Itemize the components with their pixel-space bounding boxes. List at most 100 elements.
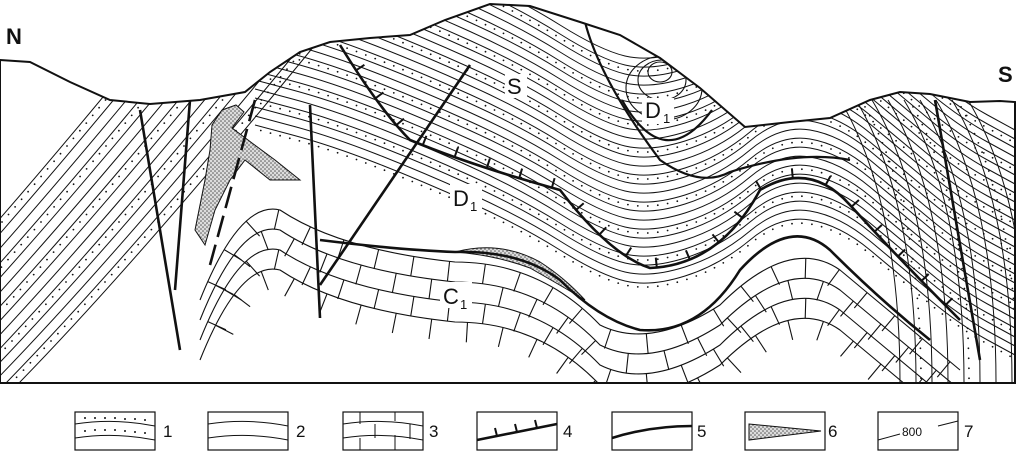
contact-tick xyxy=(624,247,633,257)
layer-dot xyxy=(617,93,620,95)
layer-dot xyxy=(747,217,749,220)
layer-dot xyxy=(53,160,55,163)
layer-dot xyxy=(754,157,757,160)
layer-dot xyxy=(917,307,920,310)
layer-dot xyxy=(872,255,874,258)
layer-dot xyxy=(65,281,67,283)
layer-dot xyxy=(872,147,874,150)
layer-dot xyxy=(137,152,140,155)
layer-dot xyxy=(502,59,505,62)
layer-dot xyxy=(598,274,601,277)
layer-dot xyxy=(915,287,918,290)
layer-dot xyxy=(546,56,549,59)
layer-dot xyxy=(771,201,774,204)
brick-joint xyxy=(664,391,669,410)
layer-dot xyxy=(918,213,921,215)
layer-dot xyxy=(355,23,358,26)
layer-dot xyxy=(520,203,523,206)
layer-dot xyxy=(448,142,450,145)
brick-joint xyxy=(556,356,569,374)
fold-layer-line xyxy=(254,34,1015,266)
layer-dot xyxy=(163,122,166,124)
layer-dot xyxy=(1013,307,1015,310)
layer-dot xyxy=(879,46,882,48)
layer-dot xyxy=(529,46,531,49)
layer-dot xyxy=(475,154,478,157)
brick-joint xyxy=(391,313,397,334)
brick-joint xyxy=(881,315,896,332)
layer-dot xyxy=(646,151,649,153)
layer-dot xyxy=(636,205,639,207)
layer-dot xyxy=(150,91,152,94)
brick-joint xyxy=(645,373,649,383)
layer-dot xyxy=(269,24,272,26)
layer-dot xyxy=(279,80,281,83)
layer-dot xyxy=(105,145,107,147)
layer-dot xyxy=(949,292,952,294)
layer-dot xyxy=(57,332,59,335)
layer-dot xyxy=(598,139,601,142)
layer-dot xyxy=(529,100,531,103)
layer-dot xyxy=(59,198,62,201)
layer-dot xyxy=(374,165,377,168)
layer-dot xyxy=(520,68,523,71)
layer-dot xyxy=(1009,166,1011,169)
layer-dot xyxy=(589,54,592,57)
layer-dot xyxy=(374,57,377,60)
layer-dot xyxy=(124,258,126,261)
layer-dot xyxy=(656,69,659,72)
layer-dot xyxy=(811,196,813,199)
layer-dot xyxy=(537,240,540,243)
contact-tick xyxy=(421,135,428,146)
brick-joint xyxy=(909,378,923,383)
layer-dot xyxy=(457,11,460,14)
layer-dot xyxy=(520,41,523,44)
layer-dot xyxy=(131,206,134,208)
layer-dot xyxy=(902,227,905,230)
layer-dot xyxy=(448,61,450,64)
layer-dot xyxy=(150,228,153,231)
layer-dot xyxy=(739,116,741,118)
layer-dot xyxy=(392,38,395,40)
layer-dot xyxy=(327,13,329,16)
brick-joint xyxy=(770,266,780,285)
layer-dot xyxy=(98,152,101,155)
layer-dot xyxy=(364,108,367,110)
right-layer-line xyxy=(967,99,1015,383)
layer-dot xyxy=(157,175,160,178)
layer-dot xyxy=(520,122,523,125)
layer-dot xyxy=(19,288,22,291)
layer-dot xyxy=(563,66,566,69)
layer-dot xyxy=(848,22,850,24)
layer-dot xyxy=(563,174,566,177)
layer-dot xyxy=(563,147,566,150)
layer-dot xyxy=(137,198,140,201)
layer-dot xyxy=(763,44,765,46)
layer-dot xyxy=(215,106,218,109)
layer-dot xyxy=(317,91,320,94)
layer-dot xyxy=(957,298,960,300)
layer-dot xyxy=(365,0,367,2)
layer-dot xyxy=(439,57,441,60)
layer-dot xyxy=(169,114,172,117)
layer-dot xyxy=(957,163,960,165)
layer-dot xyxy=(189,137,192,140)
layer-dot xyxy=(902,254,905,257)
contact-tick xyxy=(453,147,459,158)
brick-joint xyxy=(273,209,280,230)
layer-dot xyxy=(1000,218,1003,221)
layer-dot xyxy=(763,125,765,127)
layer-dot xyxy=(317,118,320,121)
layer-dot xyxy=(910,71,913,74)
bold-contact-lower xyxy=(319,235,931,342)
layer-dot xyxy=(686,143,688,146)
layer-dot xyxy=(982,260,985,262)
layer-dot xyxy=(607,116,610,119)
left-layer-line xyxy=(0,39,294,383)
layer-dot xyxy=(739,143,741,145)
unit-label-devonian-main: D xyxy=(453,186,469,211)
layer-dot xyxy=(918,327,921,330)
layer-dot xyxy=(933,198,936,201)
brick-joint xyxy=(603,369,612,383)
layer-dot xyxy=(364,54,367,56)
